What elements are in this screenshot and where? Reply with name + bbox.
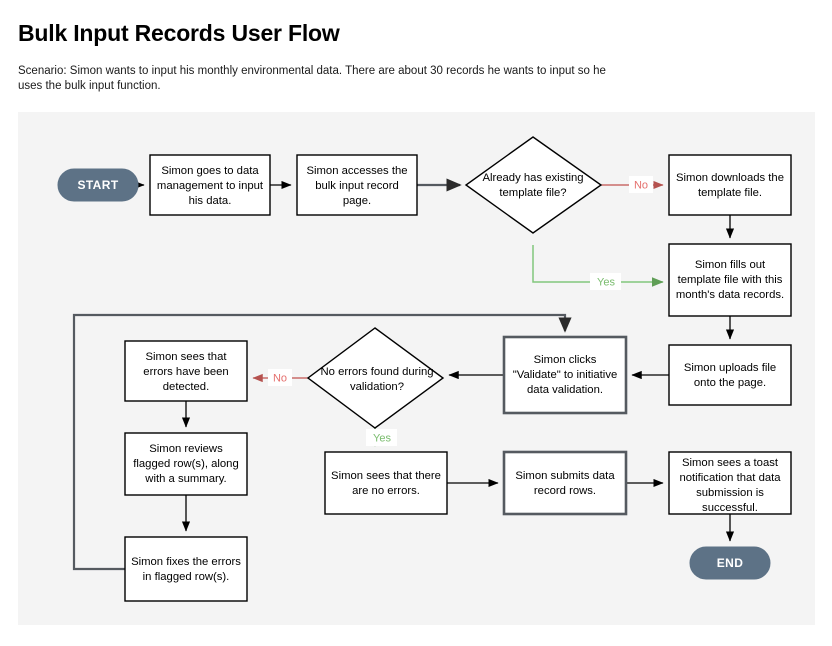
fix-errors-shape[interactable]	[124, 536, 248, 602]
node-line: bulk input record	[315, 180, 399, 192]
scenario-description: Scenario: Simon wants to input his month…	[18, 65, 606, 92]
node-errors-detected[interactable]: Simon sees that errors have been detecte…	[124, 340, 248, 402]
toast-notification-shape[interactable]	[668, 451, 792, 515]
node-line: Simon accesses the	[306, 165, 407, 177]
edge-label-no-errors: No	[268, 369, 292, 386]
node-line: Simon reviews	[149, 443, 223, 455]
node-line: page.	[343, 195, 371, 207]
end-label: END	[717, 556, 744, 570]
start-terminal-shape[interactable]	[57, 168, 139, 202]
edge-label-text: Yes	[373, 432, 391, 444]
node-line: successful.	[702, 502, 758, 514]
node-fill-out-template[interactable]: Simon fills out template file with this …	[668, 243, 792, 317]
node-fix-errors[interactable]: Simon fixes the errors in flagged row(s)…	[124, 536, 248, 602]
node-line: Simon clicks	[534, 354, 597, 366]
node-goto-data-management[interactable]: Simon goes to data management to input h…	[149, 154, 271, 216]
node-decision-no-errors-found[interactable]: No errors found during validation?	[306, 327, 445, 429]
decision-no-errors-found-shape[interactable]	[306, 327, 445, 429]
decision-has-template-shape[interactable]	[464, 136, 603, 234]
node-line: management to input	[157, 180, 264, 192]
node-line: Simon fills out	[695, 259, 766, 271]
fill-out-template-shape[interactable]	[668, 243, 792, 317]
edge-label-text: No	[273, 372, 287, 384]
edge-fix-rows-loop-to-validate	[72, 313, 572, 571]
node-line: month's data records.	[676, 289, 784, 301]
submit-records-shape[interactable]	[502, 450, 628, 516]
click-validate-shape[interactable]	[502, 335, 628, 415]
node-line: Simon goes to data	[161, 165, 259, 177]
node-line: Simon uploads file	[684, 362, 776, 374]
node-line: Simon sees that there	[331, 470, 441, 482]
node-start[interactable]: START	[57, 168, 139, 202]
node-access-bulk-input-page[interactable]: Simon accesses the bulk input record pag…	[296, 154, 418, 216]
node-line: flagged row(s), along	[133, 458, 239, 470]
edge-label-text: Yes	[597, 276, 615, 288]
node-line: errors have been	[143, 366, 228, 378]
node-line: template file with this	[678, 274, 783, 286]
edge-labels-layer: No Yes No Yes	[268, 176, 653, 446]
node-line: notification that data	[679, 472, 781, 484]
end-terminal-shape[interactable]	[689, 546, 771, 580]
node-line: are no errors.	[352, 485, 420, 497]
node-line: Simon downloads the	[676, 172, 784, 184]
node-download-template[interactable]: Simon downloads the template file.	[668, 154, 792, 216]
edge-label-yes-template: Yes	[590, 273, 621, 290]
page-title: Bulk Input Records User Flow	[18, 20, 340, 46]
node-line: "Validate" to initiative	[513, 369, 618, 381]
node-line: template file.	[698, 187, 762, 199]
node-line: Simon sees that	[145, 351, 227, 363]
node-toast-notification[interactable]: Simon sees a toast notification that dat…	[668, 451, 792, 515]
node-line: with a summary.	[144, 473, 226, 485]
edge-label-no-template: No	[629, 176, 653, 193]
node-decision-has-template[interactable]: Already has existing template file?	[464, 136, 603, 234]
node-line: Simon fixes the errors	[131, 556, 241, 568]
upload-file-shape[interactable]	[668, 344, 792, 406]
node-line: record rows.	[534, 485, 596, 497]
node-line: data validation.	[527, 384, 603, 396]
node-line: his data.	[189, 195, 232, 207]
node-line: in flagged row(s).	[143, 571, 230, 583]
start-label: START	[77, 178, 118, 192]
node-line: template file?	[499, 187, 566, 199]
errors-detected-shape[interactable]	[124, 340, 248, 402]
node-end[interactable]: END	[689, 546, 771, 580]
node-line: Already has existing	[482, 172, 583, 184]
node-line: Simon submits data	[515, 470, 615, 482]
node-line: validation?	[350, 381, 404, 393]
flowchart-svg: No Yes No Yes START Simon goes to data m	[57, 136, 792, 602]
goto-data-management-shape[interactable]	[149, 154, 271, 216]
edge-label-yes-errors: Yes	[366, 429, 397, 446]
node-line: No errors found during	[320, 366, 433, 378]
node-submit-records[interactable]: Simon submits data record rows.	[502, 450, 628, 516]
node-upload-file[interactable]: Simon uploads file onto the page.	[668, 344, 792, 406]
node-line: onto the page.	[694, 377, 766, 389]
node-line: submission is	[696, 487, 764, 499]
node-line: detected.	[163, 381, 209, 393]
node-click-validate[interactable]: Simon clicks "Validate" to initiative da…	[502, 335, 628, 415]
no-errors-shape[interactable]	[324, 451, 448, 515]
node-no-errors[interactable]: Simon sees that there are no errors.	[324, 451, 448, 515]
node-review-flagged-rows[interactable]: Simon reviews flagged row(s), along with…	[124, 432, 248, 496]
review-flagged-rows-shape[interactable]	[124, 432, 248, 496]
node-line: Simon sees a toast	[682, 457, 779, 469]
edge-label-text: No	[634, 179, 648, 191]
access-bulk-input-page-shape[interactable]	[296, 154, 418, 216]
download-template-shape[interactable]	[668, 154, 792, 216]
flowchart-canvas: No Yes No Yes START Simon goes to data m	[18, 112, 815, 625]
